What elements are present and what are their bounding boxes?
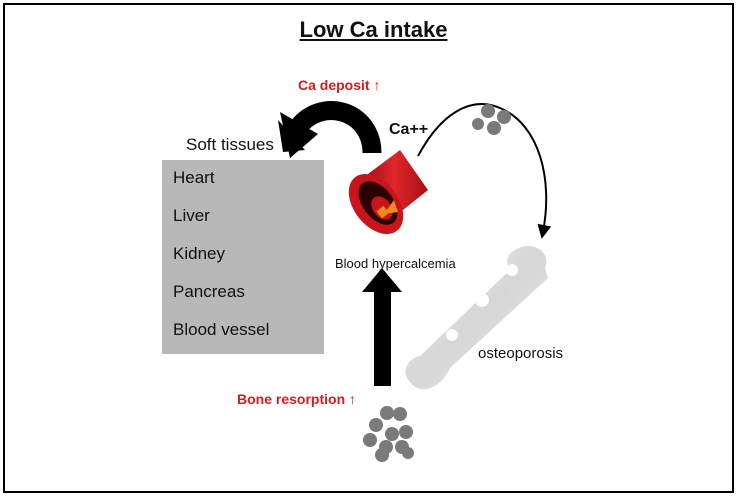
calcium-particles-upper [472, 104, 511, 135]
blood-hypercalcemia-label: Blood hypercalcemia [335, 256, 456, 271]
ca-release-arrow [417, 103, 552, 239]
bone-icon [405, 246, 548, 390]
calcium-particles-lower [363, 406, 414, 462]
soft-tissues-box: Heart Liver Kidney Pancreas Blood vessel [162, 160, 324, 354]
bone-resorption-arrow [362, 268, 402, 386]
ca-ion-label: Ca++ [389, 121, 429, 138]
blood-vessel-icon [348, 150, 428, 235]
soft-tissue-item: Pancreas [173, 282, 245, 301]
soft-tissue-item: Liver [173, 206, 210, 225]
soft-tissue-item: Kidney [173, 244, 225, 263]
soft-tissue-item: Heart [173, 168, 215, 187]
osteoporosis-label: osteoporosis [478, 345, 564, 362]
bone-resorption-label: Bone resorption ↑ [237, 391, 357, 407]
ca-deposit-label: Ca deposit ↑ [298, 77, 381, 93]
soft-tissue-item: Blood vessel [173, 320, 270, 339]
soft-tissues-title: Soft tissues [186, 135, 274, 154]
ca-deposit-arrow [278, 101, 382, 158]
diagram-title: Low Ca intake [299, 17, 448, 42]
diagram-frame [3, 3, 734, 493]
